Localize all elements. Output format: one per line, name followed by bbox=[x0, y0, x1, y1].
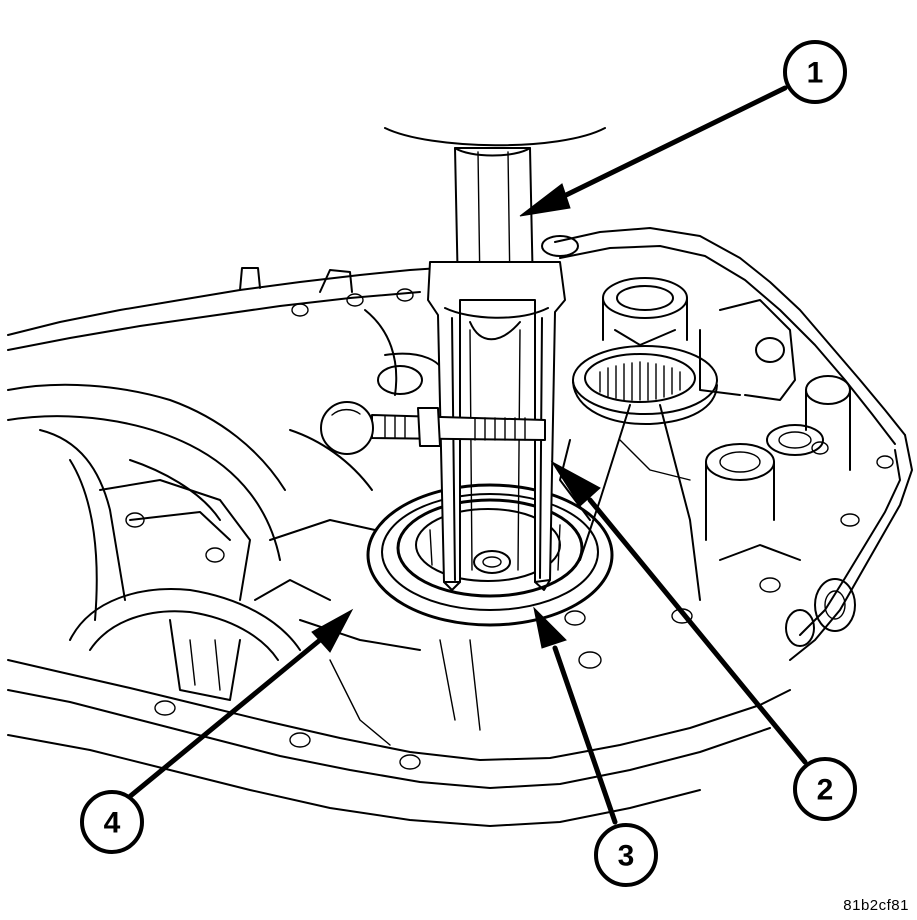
callout-1: 1 bbox=[783, 40, 847, 104]
transaxle-case bbox=[7, 227, 913, 827]
callout-leaders bbox=[125, 85, 808, 825]
figure-id-code: 81b2cf81 bbox=[843, 897, 909, 914]
callout-2-label: 2 bbox=[817, 774, 834, 807]
callout-4: 4 bbox=[80, 790, 144, 854]
callout-2: 2 bbox=[793, 757, 857, 821]
callout-3-label: 3 bbox=[618, 840, 635, 873]
callout-3: 3 bbox=[594, 823, 658, 887]
callout-4-label: 4 bbox=[104, 807, 121, 840]
callout-1-label: 1 bbox=[807, 57, 824, 90]
case-right-features bbox=[541, 235, 851, 601]
axle-seal bbox=[366, 483, 614, 627]
seal-remover-tool bbox=[320, 127, 606, 591]
